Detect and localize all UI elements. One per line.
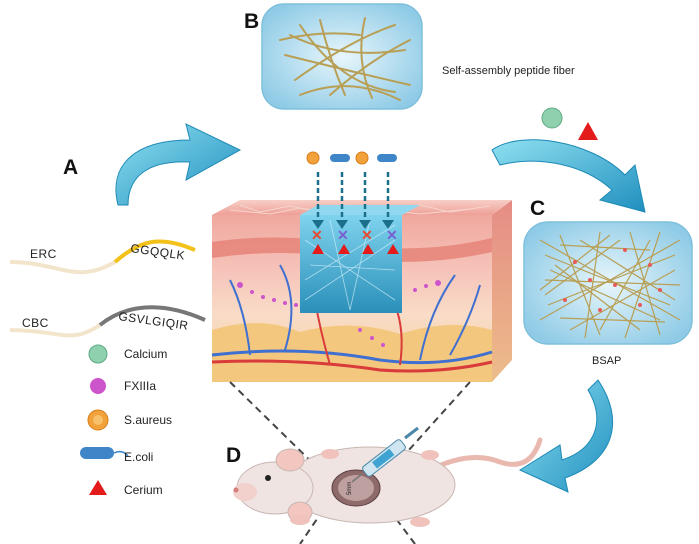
cerium-icon <box>89 480 107 495</box>
calcium-icon <box>541 107 563 129</box>
blocked-bacteria-markers: ✕ ✕ ✕ ✕ <box>311 227 399 254</box>
svg-text:✕: ✕ <box>386 227 398 243</box>
legend-label-s-aureus: S.aureus <box>124 413 172 427</box>
panel-letter-c: C <box>530 197 545 220</box>
erc-label: ERC <box>30 247 57 261</box>
curved-arrow-d-icon <box>518 379 614 493</box>
legend-label-e-coli: E.coli <box>124 450 153 464</box>
svg-text:✕: ✕ <box>337 227 349 243</box>
fiber-label: Self-assembly peptide fiber <box>442 65 575 77</box>
e-coli-icon <box>80 447 129 459</box>
legend: Calcium FXIIIa S.aureus E.coli Cerium <box>80 344 172 497</box>
cbc-peptide <box>9 305 206 338</box>
bsap-label: BSAP <box>592 355 621 367</box>
peptide-fiber-gel <box>261 3 423 110</box>
bsap-gel <box>523 221 693 345</box>
curved-arrow-a-icon <box>115 123 242 206</box>
svg-text:✕: ✕ <box>311 227 323 243</box>
fxiiia-dots <box>237 280 441 347</box>
legend-label-cerium: Cerium <box>124 483 163 497</box>
curved-arrow-c-icon <box>491 139 646 213</box>
cbc-label: CBC <box>22 316 49 330</box>
blood-vessels <box>211 264 493 373</box>
skin-tissue-block: ✕ ✕ ✕ ✕ <box>211 151 512 382</box>
svg-text:✕: ✕ <box>361 227 373 243</box>
panel-letter-d: D <box>226 444 241 467</box>
syringe-icon <box>351 426 419 483</box>
legend-label-calcium: Calcium <box>124 347 167 361</box>
infiltration-arrows <box>316 172 390 222</box>
panel-letter-a: A <box>63 156 78 179</box>
incoming-bacteria <box>306 151 397 165</box>
mouse-scale-label: 5mm <box>347 482 353 495</box>
fiber-strands <box>279 17 411 101</box>
calcium-icon <box>88 344 108 364</box>
erc-peptide <box>9 239 196 275</box>
cerium-icon <box>578 122 598 140</box>
fxiiia-icon <box>90 378 106 394</box>
mouse-illustration <box>233 426 543 527</box>
panel-letter-b: B <box>244 10 259 33</box>
legend-label-fxiiia: FXIIIa <box>124 379 156 393</box>
